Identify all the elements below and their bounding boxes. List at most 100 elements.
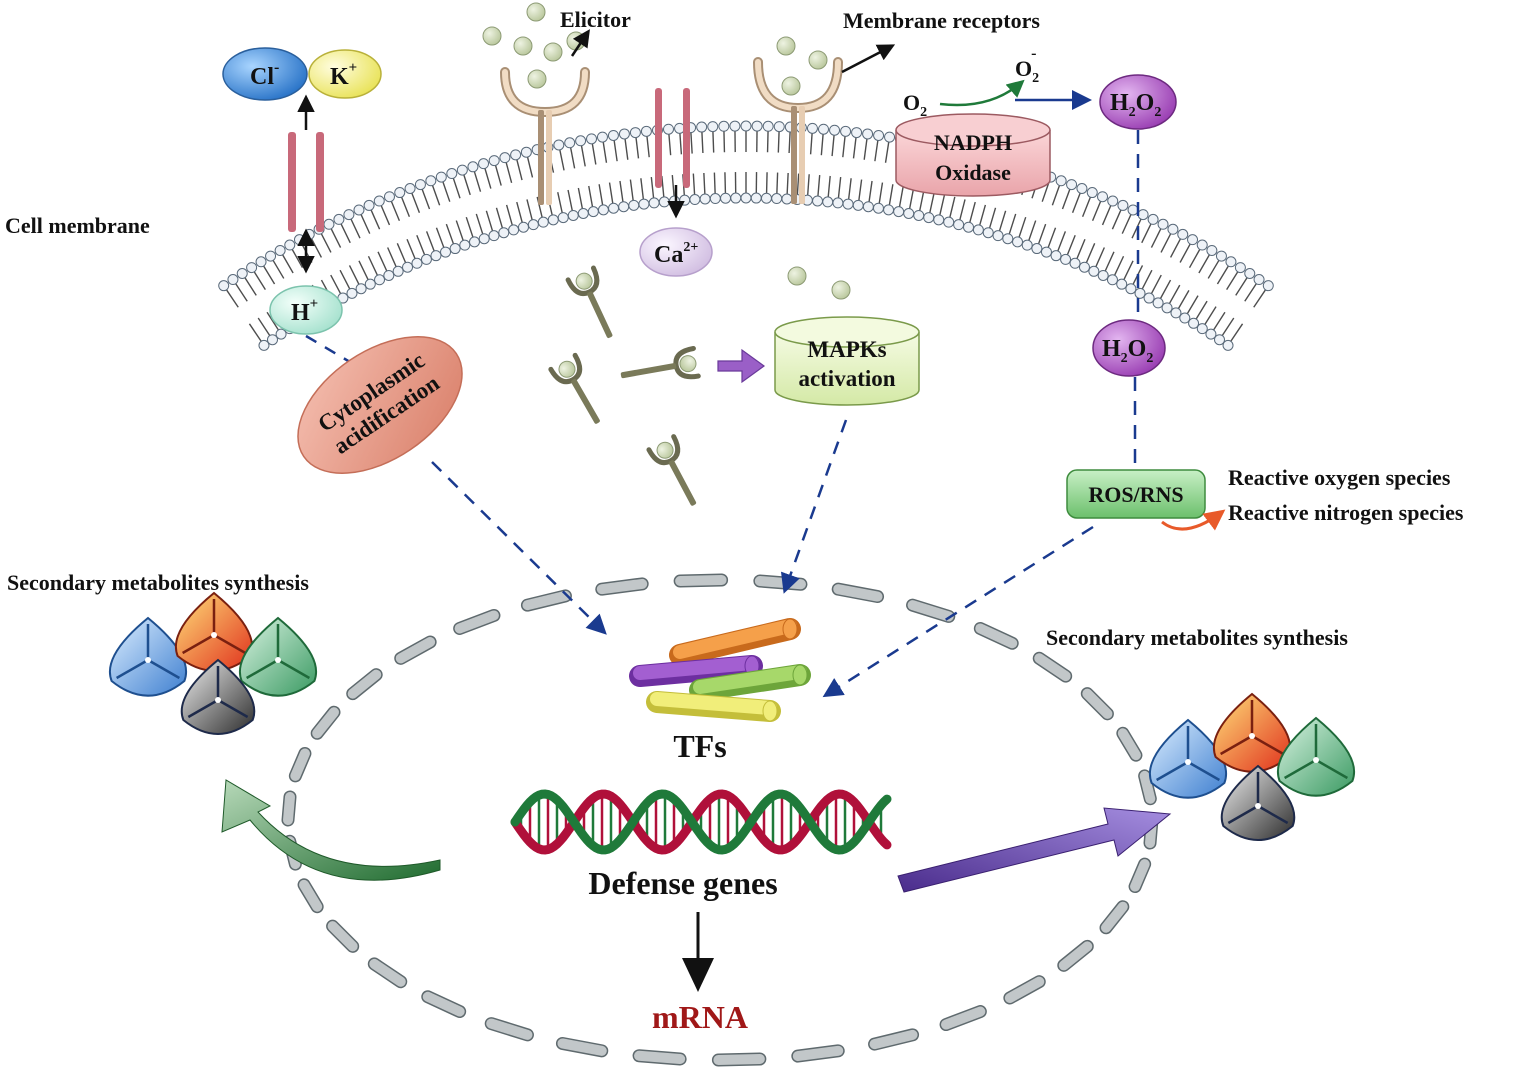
- lipid-head: [564, 137, 576, 149]
- lipid-head: [346, 287, 358, 299]
- lipid-head: [781, 193, 793, 205]
- elicitor-receptor-left: [500, 67, 590, 205]
- lipid-head: [618, 128, 630, 140]
- enzyme-subunit: [1212, 692, 1292, 773]
- ros-to-tfs-arrow: [822, 525, 1094, 698]
- free-elicitor: [831, 280, 851, 300]
- ion-channel: [288, 132, 324, 232]
- nucleus-dash: [1117, 728, 1141, 761]
- lipid-head: [275, 328, 287, 340]
- nucleus-dash: [486, 1018, 533, 1040]
- lipid-head: [689, 194, 701, 206]
- lipid-head: [1196, 323, 1208, 335]
- lipid-head: [662, 123, 674, 135]
- ros-rns-label: ROS/RNS: [1088, 482, 1183, 507]
- cl-ion: Cl-: [222, 47, 308, 101]
- lipid-head: [478, 233, 490, 245]
- lipid-head: [440, 246, 452, 258]
- lipid-head: [1188, 317, 1200, 329]
- lipid-head: [842, 198, 854, 210]
- lipid-head: [557, 212, 569, 224]
- lipid-head: [822, 196, 834, 208]
- enzyme-subunit: [108, 616, 188, 697]
- lipid-head: [773, 121, 785, 133]
- lipid-head: [1152, 297, 1164, 309]
- oxygen-reduction-arrow: [939, 79, 1025, 107]
- o2-label: O2: [903, 90, 927, 120]
- k-label: K+: [330, 60, 357, 90]
- lipid-head: [517, 221, 529, 233]
- secondary-metabolites-left-label: Secondary metabolites synthesis: [7, 570, 309, 595]
- lipid-head: [236, 268, 248, 280]
- receptor-to-mapk-arrow: [717, 348, 766, 384]
- receptor-pointer-arrow: [841, 44, 896, 74]
- acidification-to-tfs-arrow: [431, 461, 607, 635]
- enzyme-subunit: [1276, 716, 1356, 797]
- lipid-head: [227, 274, 239, 286]
- nucleus-dash: [1100, 901, 1128, 933]
- nucleus-dash: [369, 958, 406, 987]
- lipid-head: [1262, 280, 1274, 292]
- lipid-head: [893, 206, 905, 218]
- mapks-activation: MAPKs activation: [774, 316, 920, 406]
- lipid-head: [510, 149, 522, 161]
- lipid-head: [628, 199, 640, 211]
- lipid-head: [1097, 191, 1109, 203]
- nucleus-dash: [522, 590, 571, 611]
- h2o2-top-label: H2O2: [1110, 90, 1161, 120]
- mapks-label-line2: activation: [798, 366, 895, 391]
- lipid-head: [1076, 183, 1088, 195]
- lipid-head: [963, 221, 975, 233]
- lipid-head: [246, 262, 258, 274]
- lipid-head: [1170, 307, 1182, 319]
- enzyme-subunit: [174, 591, 254, 672]
- lipid-head: [608, 202, 620, 214]
- lipid-head: [449, 243, 461, 255]
- lipid-head: [699, 193, 711, 205]
- lipid-head: [1161, 302, 1173, 314]
- free-receptor: [565, 265, 613, 338]
- lipid-head: [679, 194, 691, 206]
- metabolite-enzyme-cluster-right: [1148, 692, 1356, 841]
- lipid-head: [596, 131, 608, 143]
- nadph-label-line1: NADPH: [934, 130, 1012, 155]
- lipid-head: [1031, 243, 1043, 255]
- lipid-head: [1253, 274, 1265, 286]
- lipid-head: [883, 204, 895, 216]
- lipid-head: [392, 265, 404, 277]
- lipid-head: [218, 280, 230, 292]
- lipid-head: [1167, 223, 1179, 235]
- lipid-head: [762, 120, 774, 132]
- calcium-channel: [655, 88, 690, 188]
- nucleus-dash: [792, 1045, 844, 1062]
- lipid-head: [1097, 269, 1109, 281]
- lipid-head: [1177, 228, 1189, 240]
- lipid-head: [364, 278, 376, 290]
- lipid-head: [586, 133, 598, 145]
- lipid-head: [872, 202, 884, 214]
- lipid-head: [333, 213, 345, 225]
- lipid-head: [467, 161, 479, 173]
- tf-cylinder-highlight: [633, 656, 759, 680]
- lipid-head: [1222, 339, 1234, 351]
- lipid-head: [629, 127, 641, 139]
- nadph-oxidase: NADPH Oxidase: [895, 113, 1051, 197]
- ca-label: Ca2+: [654, 240, 698, 268]
- lipid-head: [265, 250, 277, 262]
- lipid-head: [383, 269, 395, 281]
- cell-membrane-label: Cell membrane: [5, 213, 150, 238]
- enzyme-subunit: [1220, 764, 1296, 841]
- cl-label: Cl-: [250, 59, 279, 90]
- tf-cylinder-end: [762, 700, 778, 722]
- lipid-head: [553, 139, 565, 151]
- nucleus-dash: [290, 748, 310, 781]
- lipid-head: [456, 164, 468, 176]
- lipid-head: [567, 209, 579, 221]
- lipid-head: [818, 123, 830, 135]
- lipid-head: [414, 179, 426, 191]
- cell-membrane-bilayer: [218, 120, 1274, 351]
- lipid-head: [547, 214, 559, 226]
- lipid-head: [992, 230, 1004, 242]
- nucleus-dash: [1139, 770, 1156, 804]
